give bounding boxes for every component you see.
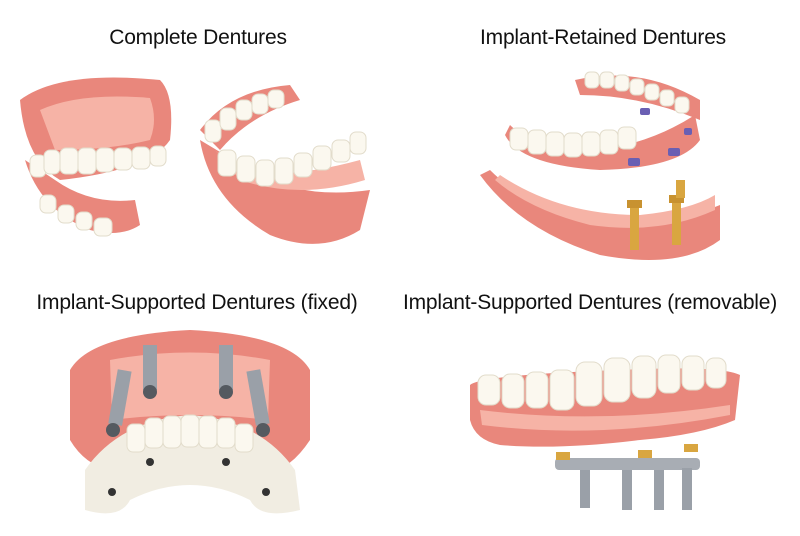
- caption-complete-dentures: Complete Dentures: [109, 26, 287, 49]
- caption-implant-supported-removable: Implant-Supported Dentures (removable): [402, 291, 778, 314]
- caption-implant-retained-dentures: Implant-Retained Dentures: [480, 26, 726, 49]
- upper-denture-teeth: [29, 145, 167, 237]
- fixed-bridge-teeth: [85, 414, 300, 514]
- lower-denture-teeth: [204, 89, 367, 187]
- locator-attachments: [628, 108, 692, 166]
- implants: [627, 180, 685, 250]
- bar-implants: [580, 468, 692, 510]
- caption-implant-supported-fixed: Implant-Supported Dentures (fixed): [36, 291, 358, 314]
- upper-arch: [575, 71, 700, 120]
- lower-denture-teeth: [509, 126, 637, 158]
- removable-denture-teeth: [477, 354, 727, 411]
- implant-bar: [555, 444, 700, 470]
- implant-posts: [106, 345, 270, 437]
